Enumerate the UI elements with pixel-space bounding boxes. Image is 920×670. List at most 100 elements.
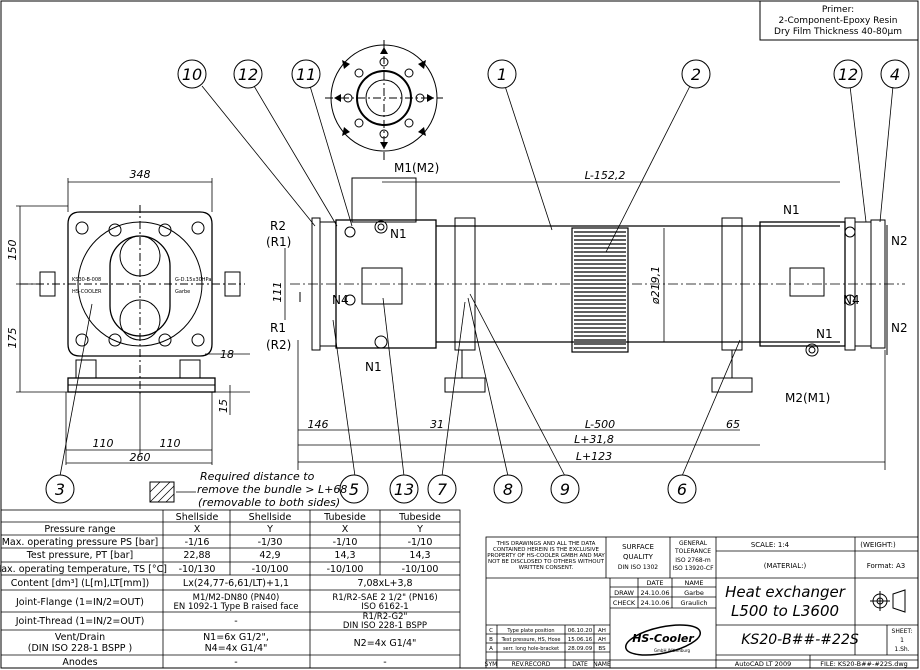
primer-line2: 2-Component-Epoxy Resin [779,16,898,26]
company-logo: HS-Cooler GmbH Wittenburg [624,624,702,656]
flange-bolt-heads [334,47,434,149]
dim-l318: L+31,8 [574,433,614,446]
primer-note: Primer: 2-Component-Epoxy Resin Dry Film… [774,5,902,37]
dim-l152: L-152,2 [585,169,626,182]
file-name: FILE: KS20-B##-#22S.dwg [820,660,908,668]
balloon-circle [550,474,580,504]
dim-111: 111 [271,282,284,303]
spec-table-text: Shellside Shellside Tubeside Tubeside Co… [0,512,441,668]
flange-shell-2: EN 1092-1 Type B raised face [174,602,299,612]
rev-c-text: Type plate position [506,628,554,634]
label-n1-d: N1 [816,327,833,341]
note-line2: remove the bundle > L+68 [197,483,347,496]
vent-label-2: (DIN ISO 228-1 BSPP ) [28,643,132,654]
cad-version: AutoCAD LT 2009 [735,660,791,668]
anodes-shell: - [234,657,237,668]
label-r1: R1 [270,321,286,335]
balloon-circle [389,474,419,504]
material: (MATERIAL:) [764,562,807,570]
dim-110a: 110 [93,437,114,450]
spec-row-value: 22,88 [183,550,210,561]
balloon-circle [291,59,321,89]
flange-tube-2: ISO 6162-1 [361,602,408,612]
rev-c-name: AH [598,628,606,634]
rev-b-date: 15.06.16 [568,637,593,643]
notice-1: THIS DRAWINGS AND ALL THE DATA [496,541,596,547]
label-n2-b: N2 [891,321,908,335]
spec-table [0,509,461,669]
thread-label: Joint-Thread (1=IN/2=OUT) [15,616,145,627]
side-view [290,177,905,393]
sheet-label: SHEET: [892,628,913,635]
label-n4-a: N4 [332,293,349,307]
balloon-circle [177,59,207,89]
rev-c-sym: C [489,628,493,634]
draw-label: DRAW [614,589,634,597]
label-n1-b: N1 [365,360,382,374]
content-tube: 7,08xL+3,8 [357,578,412,589]
anodes-label: Anodes [62,657,97,668]
spec-row-label: Test pressure, PT [bar] [26,550,134,561]
logo-text: HS-Cooler [632,632,694,645]
dim-18: 18 [220,348,234,361]
spec-row-value: Y [416,524,423,535]
tol-1: GENERAL [679,540,708,547]
primer-box [759,1,918,41]
plate-l2: HS-COOLER [72,289,102,295]
spec-row-value: -1/16 [185,537,210,548]
spec-row-value: -10/100 [327,564,364,575]
rev-b-name: AH [598,637,606,643]
flange-shell-1: M1/M2-DN80 (PN40) [193,593,280,603]
logo-subtext: GmbH Wittenburg [654,648,691,653]
rev-a-name: BS [598,646,606,652]
name-hdr: NAME [684,579,703,587]
plate-r1: G-D.15x30HPa [175,277,211,283]
spec-row-value: -10/100 [252,564,289,575]
format: Format: A3 [867,562,906,570]
date-col-hdr: DATE [572,661,588,668]
rev-a-sym: A [489,646,493,652]
spec-row-label: Max. operating temperature, TS [°C] [0,564,167,575]
hdr-shell-x: Shellside [176,512,219,523]
end-view-dim-labels: 348 150 175 18 15 110 110 260 [6,168,234,464]
check-date: 24.10.06 [641,599,670,607]
sheet-value: 1 [900,637,904,644]
dim-l500: L-500 [585,418,615,431]
dim-110b: 110 [160,437,181,450]
type-plate-labels: KS30-B-008 HS-COOLER G-D.15x30HPa Garbe [72,277,211,295]
rev-c-date: 06.10.20 [568,628,593,634]
surface-2: QUALITY [623,553,654,561]
plate-r2: Garbe [175,289,190,295]
balloon-circle [233,59,263,89]
title-line1: Heat exchanger [725,583,846,601]
balloon-label: 11 [296,65,316,84]
title-block-notice: THIS DRAWINGS AND ALL THE DATA CONTAINED… [487,541,605,571]
label-n1-a: N1 [390,227,407,241]
balloon-circle [427,474,457,504]
balloon-circle [667,474,697,504]
balloon-label: 6 [677,480,687,499]
revrec-hdr: REV.RECORD [512,661,551,668]
tol-2: TOLERANCE [674,548,711,555]
spec-row-label: Max. operating pressure PS [bar] [2,537,159,548]
date-hdr: DATE [647,579,664,587]
check-name: Graulich [680,599,707,607]
rev-a-text: serr. long hole-bracket [503,646,559,652]
flange-label: Joint-Flange (1=IN/2=OUT) [15,597,144,608]
dim-65: 65 [726,418,740,431]
rev-a-date: 28.09.09 [568,646,593,652]
projection-symbol-icon [870,589,906,613]
title-block-text: SURFACE QUALITY DIN ISO 1302 GENERAL TOL… [485,540,913,668]
dim-348: 348 [130,168,151,181]
drawing-number: KS20-B##-#22S [741,632,859,648]
vent-shell-1: N1=6x G1/2", [203,632,269,643]
spec-row-label: Pressure range [44,524,115,535]
balloon-circle [880,59,910,89]
spec-row-value: -1/10 [333,537,358,548]
dim-146: 146 [308,418,329,431]
notice-4: NOT BE DISCLOSED TO OTHERS WITHOUT [488,559,605,565]
spec-row-value: 14,3 [334,550,355,561]
spec-row-value: Y [266,524,273,535]
scale: SCALE: 1:4 [751,541,790,549]
